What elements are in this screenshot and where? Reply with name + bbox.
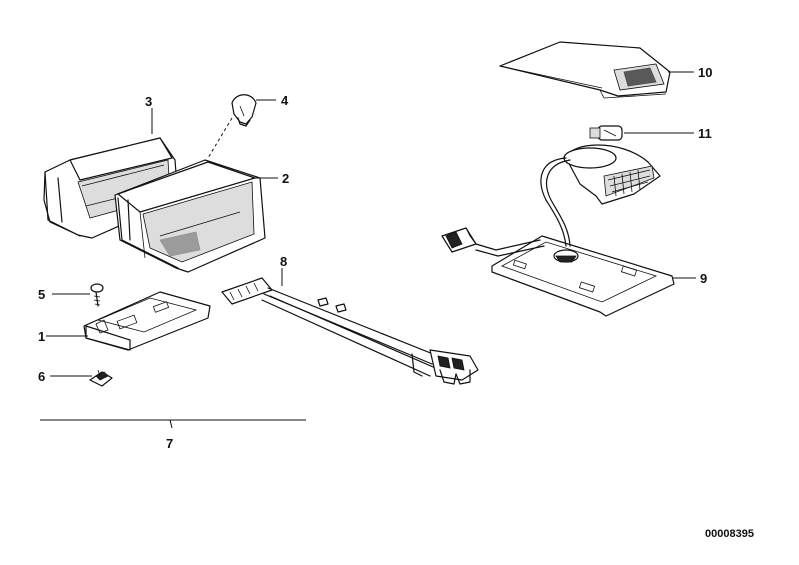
part-2-lamp-housing[interactable] [114,159,266,273]
part-1-bracket[interactable] [83,291,211,351]
diagram-reference-number: 00008395 [705,528,754,540]
part-8-wiring-harness[interactable] [221,277,479,385]
part-labels: 3 4 2 5 1 6 7 8 9 10 11 [38,65,712,451]
label-7: 7 [166,436,173,451]
label-10: 10 [698,65,712,80]
part-9-lamp-carrier[interactable] [441,144,675,317]
group-7-bracket [40,419,306,429]
label-2: 2 [282,171,289,186]
part-5-screw[interactable] [90,283,104,307]
leader-lines [46,71,696,377]
part-6-clip-nut[interactable] [89,369,113,387]
label-1: 1 [38,329,45,344]
part-4-bulb[interactable] [207,94,257,159]
label-5: 5 [38,287,45,302]
label-9: 9 [700,271,707,286]
label-3: 3 [145,94,152,109]
part-11-wedge-bulb[interactable] [589,125,623,141]
part-10-third-brake-light-cover[interactable] [499,41,671,99]
label-11: 11 [698,126,712,141]
label-8: 8 [280,254,287,269]
label-4: 4 [281,93,289,108]
label-6: 6 [38,369,45,384]
